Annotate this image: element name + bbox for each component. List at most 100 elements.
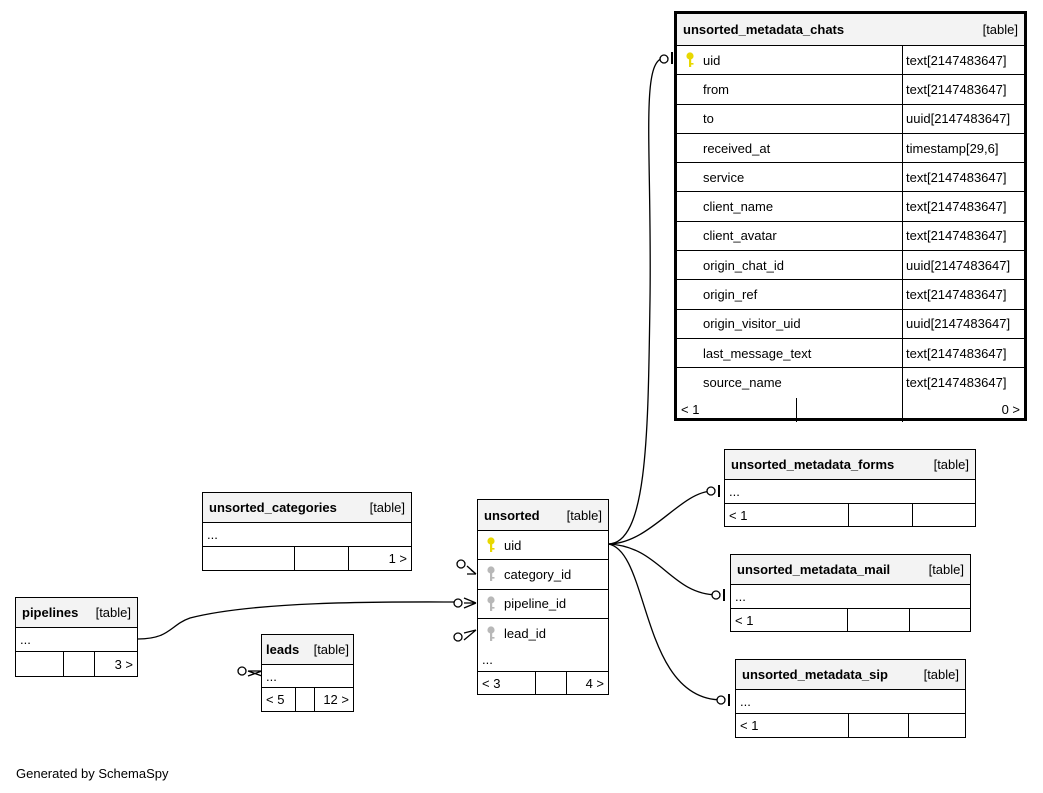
footer-right: 0 > bbox=[902, 397, 1024, 422]
primary-key-icon bbox=[484, 536, 498, 554]
column-name-cell: category_id bbox=[478, 560, 608, 588]
no-key-spacer bbox=[683, 227, 697, 245]
column-name: client_avatar bbox=[703, 228, 777, 244]
column-type: text[2147483647] bbox=[902, 368, 1024, 398]
table-name: unsorted bbox=[484, 507, 540, 523]
table-kind: [table] bbox=[566, 507, 602, 523]
table-name: unsorted_metadata_forms bbox=[731, 457, 895, 472]
table-kind: [table] bbox=[923, 667, 959, 682]
zero-marker-leads bbox=[237, 666, 247, 676]
footer-right: 3 > bbox=[94, 652, 137, 676]
table-kind: [table] bbox=[369, 500, 405, 515]
table-footer: 3 > bbox=[16, 652, 137, 676]
foreign-key-icon bbox=[484, 565, 498, 583]
column-name: uid bbox=[504, 537, 522, 553]
no-key-spacer bbox=[683, 315, 697, 333]
table-footer: < 1 0 > bbox=[677, 397, 1024, 422]
footer-middle bbox=[63, 652, 94, 676]
column-name-cell: pipeline_id bbox=[478, 590, 608, 618]
table-footer: < 1 bbox=[736, 714, 965, 737]
column-list: uid category_id pipeline_id lead_id bbox=[478, 531, 608, 648]
edge-unsorted-sip bbox=[607, 543, 723, 701]
table-kind: [table] bbox=[95, 605, 131, 620]
no-key-spacer bbox=[683, 110, 697, 128]
ellipsis: ... bbox=[735, 589, 746, 604]
footer-middle bbox=[848, 714, 908, 737]
column-type: uuid[2147483647] bbox=[902, 309, 1024, 338]
column-type: uuid[2147483647] bbox=[902, 251, 1024, 280]
column-row: lead_id bbox=[478, 619, 608, 648]
table-name: unsorted_metadata_sip bbox=[742, 667, 888, 682]
column-name: to bbox=[703, 111, 714, 127]
column-name-cell: received_at bbox=[677, 134, 902, 162]
table-unsorted-metadata-mail[interactable]: unsorted_metadata_mail [table] ... < 1 bbox=[730, 554, 971, 632]
ellipsis: ... bbox=[740, 694, 751, 709]
column-name: service bbox=[703, 169, 745, 185]
no-key-spacer bbox=[683, 80, 697, 98]
ellipsis-row: ... bbox=[203, 523, 411, 547]
table-header: unsorted_metadata_mail [table] bbox=[731, 555, 970, 585]
table-name: pipelines bbox=[22, 605, 79, 620]
column-name-cell: last_message_text bbox=[677, 339, 902, 367]
zero-marker-chats bbox=[659, 54, 669, 64]
table-unsorted-categories[interactable]: unsorted_categories [table] ... 1 > bbox=[202, 492, 412, 571]
table-name: unsorted_metadata_chats bbox=[683, 22, 845, 37]
zero-marker-forms bbox=[706, 486, 716, 496]
ellipsis: ... bbox=[207, 527, 218, 542]
column-type: text[2147483647] bbox=[902, 338, 1024, 368]
table-kind: [table] bbox=[928, 562, 964, 577]
column-name-cell: client_avatar bbox=[677, 222, 902, 250]
table-unsorted-metadata-forms[interactable]: unsorted_metadata_forms [table] ... < 1 bbox=[724, 449, 976, 527]
column-name-cell: origin_visitor_uid bbox=[677, 310, 902, 338]
crowfoot-pipeline bbox=[463, 597, 477, 609]
table-header: unsorted_metadata_sip [table] bbox=[736, 660, 965, 690]
footer-left: < 3 bbox=[482, 676, 501, 692]
edge-unsorted-forms bbox=[607, 490, 713, 545]
primary-key-icon bbox=[683, 51, 697, 69]
ellipsis-row: ... bbox=[16, 628, 137, 652]
table-unsorted[interactable]: unsorted [table] uid category_id pipeline_… bbox=[477, 499, 609, 696]
ellipsis-row: ... bbox=[262, 665, 353, 688]
column-name: pipeline_id bbox=[504, 596, 567, 612]
table-footer: < 1 bbox=[731, 609, 970, 631]
column-row: category_id bbox=[478, 560, 608, 590]
column-name: origin_ref bbox=[703, 287, 758, 303]
table-pipelines[interactable]: pipelines [table] ... 3 > bbox=[15, 597, 138, 677]
column-name-cell: source_name bbox=[677, 368, 902, 397]
table-footer: 1 > bbox=[203, 547, 411, 570]
footer-left: < 1 bbox=[681, 402, 700, 418]
column-name-cell: from bbox=[677, 75, 902, 103]
footer-left: < 5 bbox=[266, 692, 285, 707]
table-leads[interactable]: leads [table] ... < 5 12 > bbox=[261, 634, 354, 712]
column-row: uid bbox=[478, 531, 608, 561]
column-type: text[2147483647] bbox=[902, 192, 1024, 221]
ellipsis-row: ... bbox=[725, 480, 975, 504]
table-footer: < 1 bbox=[725, 504, 975, 526]
table-footer: < 5 12 > bbox=[262, 688, 353, 711]
footer-middle bbox=[535, 672, 566, 696]
edge-pipelines-unsorted bbox=[137, 601, 461, 640]
table-unsorted-metadata-sip[interactable]: unsorted_metadata_sip [table] ... < 1 bbox=[735, 659, 966, 738]
column-type: text[2147483647] bbox=[902, 46, 1024, 75]
table-header: pipelines [table] bbox=[16, 598, 137, 628]
column-type: text[2147483647] bbox=[902, 280, 1024, 309]
table-header: leads [table] bbox=[262, 635, 353, 665]
table-header: unsorted_metadata_forms [table] bbox=[725, 450, 975, 480]
footer-middle bbox=[848, 504, 912, 526]
ellipsis: ... bbox=[266, 668, 277, 684]
table-kind: [table] bbox=[933, 457, 969, 472]
column-row: pipeline_id bbox=[478, 590, 608, 619]
foreign-key-icon bbox=[484, 595, 498, 613]
ellipsis-row: ... bbox=[736, 690, 965, 714]
table-header: unsorted [table] bbox=[478, 500, 608, 531]
